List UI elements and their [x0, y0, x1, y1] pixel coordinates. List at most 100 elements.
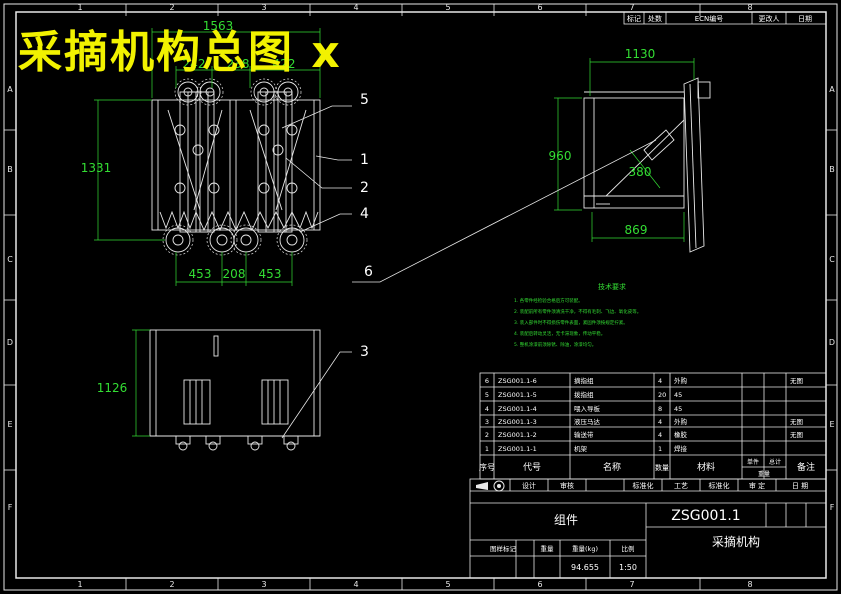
- row-label: C: [7, 255, 13, 264]
- column-label: 1: [77, 3, 82, 12]
- overlay-title: 采摘机构总图 x: [18, 27, 342, 78]
- front-height-dim: 1331: [81, 161, 112, 175]
- bom-cell-name: 喂入导板: [574, 404, 601, 413]
- drawing-number: ZSG001.1: [671, 508, 740, 524]
- leader-lines: [281, 105, 657, 439]
- column-label-bottom: 3: [261, 580, 266, 589]
- bom-header-material: 材料: [697, 461, 715, 473]
- bom-cell-no: 2: [485, 431, 489, 439]
- bom-cell-name: 机架: [574, 444, 588, 453]
- column-label: 4: [353, 3, 358, 12]
- row-label: B: [7, 165, 13, 174]
- side-view: [583, 77, 711, 253]
- balloon-labels: 5 1 2 4 6 3: [360, 92, 373, 360]
- bom-cell-qty: 4: [658, 418, 662, 426]
- revision-header: [623, 11, 827, 25]
- role-label: 设计: [522, 481, 536, 490]
- role-label: 审核: [560, 481, 574, 490]
- column-label: 5: [445, 3, 450, 12]
- revision-label: 处数: [648, 14, 662, 23]
- bottom-label: 比例: [622, 544, 635, 553]
- front-bottom-dim: 453: [189, 267, 212, 281]
- bottom-label: 重量(kg): [572, 545, 598, 553]
- revision-label: 标记: [627, 14, 641, 23]
- bom-header-note: 备注: [797, 461, 815, 473]
- bom-cell-no: 3: [485, 418, 489, 426]
- column-label: 2: [169, 3, 174, 12]
- bom-cell-qty: 4: [658, 377, 662, 385]
- column-label: 6: [537, 3, 542, 12]
- bom-cell-no: 1: [485, 445, 489, 453]
- title-block-bottom-labels: 图样标记 重量 重量(kg) 比例: [490, 544, 635, 553]
- column-label: 8: [747, 3, 752, 12]
- side-frame-outline: [583, 97, 685, 209]
- top-view: [149, 329, 321, 451]
- column-label-bottom: 8: [747, 580, 752, 589]
- front-subdim: 422: [273, 57, 296, 71]
- balloon-5: 5: [360, 92, 369, 108]
- column-label-bottom: 6: [537, 580, 542, 589]
- bom-cell-code: ZSG001.1-2: [498, 431, 537, 439]
- revision-label: ECN编号: [695, 14, 724, 23]
- bom-header-single: 单件: [747, 458, 759, 466]
- title-block-roles: 设计 审核 标准化 工艺 标准化 审 定 日 期: [522, 481, 808, 490]
- bom-header: 序号 代号 名称 数量 材料 单件 总计 重量 备注: [479, 458, 815, 478]
- column-label: 3: [261, 3, 266, 12]
- role-label: 工艺: [674, 482, 688, 490]
- bom-header-qty: 数量: [655, 463, 669, 472]
- front-subdim: 242: [183, 57, 206, 71]
- scale-value: 1:50: [619, 563, 637, 572]
- side-angle-dim: 380: [629, 165, 652, 179]
- bom-cell-name: 摘指组: [574, 376, 594, 385]
- bom-cell-qty: 20: [658, 391, 666, 399]
- frame-column-labels: 1 2 3 4 5 6 7 8 1 2 3 4 5 6 7 8: [77, 3, 752, 589]
- row-label: F: [8, 503, 13, 512]
- front-dimensions: [94, 28, 321, 286]
- bom-cell-no: 5: [485, 391, 489, 399]
- bom-cell-qty: 8: [658, 405, 662, 413]
- bom-cell-name: 液压马达: [574, 417, 601, 426]
- column-label-bottom: 4: [353, 580, 358, 589]
- top-height-dim: 1126: [97, 381, 128, 395]
- bom-cell-note: 无图: [790, 418, 803, 426]
- row-label: A: [7, 85, 13, 94]
- side-dimension-text: 1130 960 380 869: [549, 47, 656, 237]
- bom-cell-code: ZSG001.1-5: [498, 391, 537, 399]
- revision-label: 日期: [798, 15, 812, 23]
- balloon-1: 1: [360, 152, 369, 168]
- bom-cell-name: 拨指组: [574, 390, 594, 399]
- bom-cell-code: ZSG001.1-3: [498, 418, 537, 426]
- row-label: E: [7, 420, 12, 429]
- bom-cell-code: ZSG001.1-4: [498, 405, 537, 413]
- bom-cell-note: 无图: [790, 431, 803, 439]
- outer-border: [3, 3, 838, 591]
- frame-zone-ticks: [4, 4, 837, 590]
- bom-header-total: 总计: [769, 458, 781, 466]
- bottom-label: 重量: [541, 545, 555, 553]
- bom-cell-no: 6: [485, 377, 489, 385]
- balloon-3: 3: [360, 344, 369, 360]
- bom-header-code: 代号: [523, 462, 541, 473]
- row-label-right: C: [829, 255, 835, 264]
- tech-req-line: 1. 各零件经检验合格后方可装配。: [514, 297, 583, 304]
- row-label-right: B: [829, 165, 835, 174]
- side-dimensions: [554, 58, 695, 242]
- bom-cell-note: 无图: [790, 377, 803, 385]
- bom-cell-material: 橡胶: [674, 430, 688, 439]
- revision-header-labels: 标记 处数 ECN编号 更改人 日期: [627, 14, 812, 23]
- bottom-label: 图样标记: [490, 544, 517, 553]
- company-logo-icon: [476, 480, 505, 492]
- front-view: [151, 81, 321, 253]
- tech-req-line: 4. 装配后转动灵活，无卡滞现象，传动平稳。: [514, 330, 605, 337]
- drawing-name: 采摘机构: [712, 534, 760, 549]
- front-subdim: 238: [227, 57, 250, 71]
- tech-req-lines: 1. 各零件经检验合格后方可装配。 2. 装配前所有零件须清洗干净，不得有毛刺、…: [514, 297, 641, 348]
- bom-header-weight: 重量: [758, 470, 770, 478]
- role-label: 审 定: [749, 481, 765, 490]
- balloon-6: 6: [364, 264, 373, 280]
- role-label: 标准化: [633, 481, 654, 490]
- frame-row-labels: A B C D E F A B C D E F: [7, 85, 835, 512]
